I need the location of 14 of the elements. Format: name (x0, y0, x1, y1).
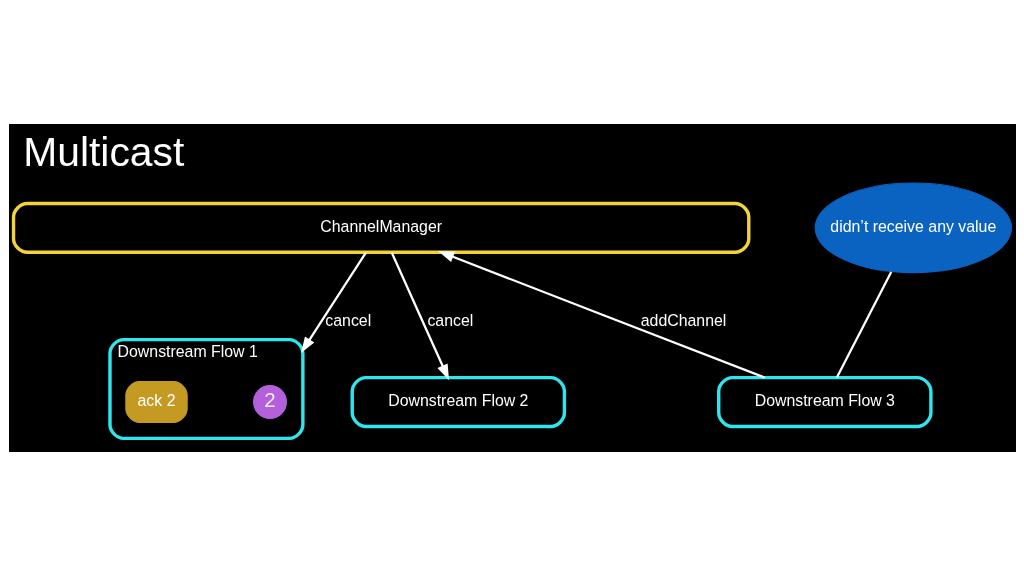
diagram-title: Multicast (22, 128, 184, 175)
edge-label: cancel (426, 312, 473, 330)
connector (835, 271, 892, 378)
node-ellipse: didn’t receive any value (814, 182, 1012, 274)
node-box: ack 2 (124, 381, 188, 424)
node-box: ChannelManager (11, 201, 750, 254)
edge-label: addChannel (640, 312, 726, 330)
arrow (390, 252, 449, 381)
node-circle: 2 (252, 385, 287, 420)
arrow (437, 251, 765, 379)
node-box: Downstream Flow 2 (350, 375, 566, 429)
edge-label: cancel (324, 312, 371, 330)
node-box: Downstream Flow 3 (716, 375, 933, 429)
arrow (300, 251, 367, 353)
